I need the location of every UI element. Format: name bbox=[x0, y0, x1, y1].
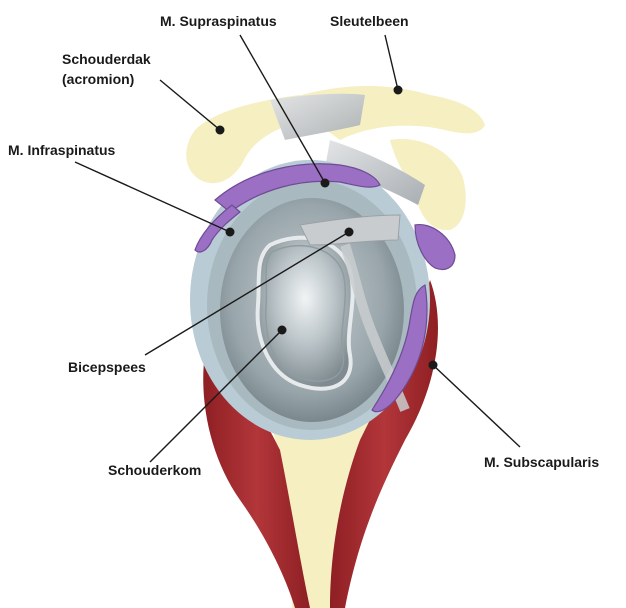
dot-bicepspees bbox=[345, 228, 354, 237]
label-subscapularis: M. Subscapularis bbox=[484, 454, 599, 470]
label-schouderkom: Schouderkom bbox=[108, 462, 201, 478]
dot-subscapularis bbox=[429, 361, 438, 370]
dot-sleutelbeen bbox=[394, 86, 403, 95]
label-sleutelbeen: Sleutelbeen bbox=[330, 13, 409, 29]
dot-infraspinatus bbox=[226, 228, 235, 237]
leader-subscapularis bbox=[433, 365, 520, 447]
label-acromion: (acromion) bbox=[62, 71, 134, 87]
dot-schouderkom bbox=[278, 326, 287, 335]
label-schouderdak: Schouderdak bbox=[62, 51, 151, 67]
dot-schouderdak bbox=[216, 126, 225, 135]
leader-sleutelbeen bbox=[385, 35, 398, 90]
label-supraspinatus: M. Supraspinatus bbox=[160, 13, 277, 29]
leader-schouderdak bbox=[160, 80, 220, 130]
label-bicepspees: Bicepspees bbox=[68, 359, 146, 375]
dot-supraspinatus bbox=[321, 179, 330, 188]
label-infraspinatus: M. Infraspinatus bbox=[8, 142, 116, 158]
